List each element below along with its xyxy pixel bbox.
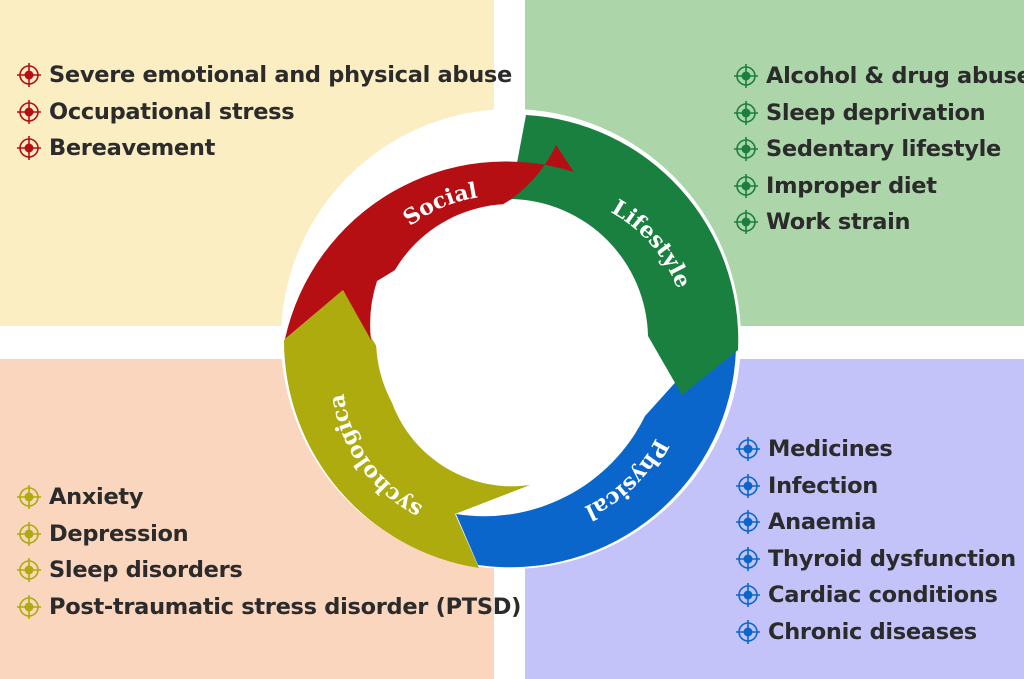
social-factor-label: Severe emotional and physical abuse: [49, 62, 512, 89]
lifestyle-factor: Sleep deprivation: [733, 95, 1024, 132]
target-bullet-icon: [733, 136, 759, 162]
target-bullet-icon: [733, 63, 759, 89]
target-bullet-icon: [735, 436, 761, 462]
physical-factor-label: Thyroid dysfunction: [768, 545, 1016, 572]
psychological-factor-label: Depression: [49, 520, 189, 547]
target-bullet-icon: [735, 473, 761, 499]
physical-factor: Cardiac conditions: [735, 577, 1016, 614]
psychological-factor-label: Anxiety: [49, 484, 144, 511]
target-bullet-icon: [735, 546, 761, 572]
target-bullet-icon: [16, 99, 42, 125]
target-bullet-icon: [16, 594, 42, 620]
target-bullet-icon: [16, 62, 42, 88]
target-bullet-icon: [735, 509, 761, 535]
target-bullet-icon: [735, 582, 761, 608]
target-bullet-icon: [16, 484, 42, 510]
target-bullet-icon: [733, 173, 759, 199]
physical-factor-label: Infection: [768, 472, 879, 499]
lifestyle-segment: [510, 115, 739, 395]
physical-segment: [456, 340, 736, 568]
psychological-factor-label: Sleep disorders: [49, 557, 243, 584]
lifestyle-factor-label: Improper diet: [766, 172, 937, 199]
lifestyle-factor-label: Sleep deprivation: [766, 99, 986, 126]
physical-factor-label: Chronic diseases: [768, 618, 977, 645]
lifestyle-factor: Work strain: [733, 204, 1024, 241]
social-factor: Bereavement: [16, 130, 512, 167]
lifestyle-factor: Alcohol & drug abuse: [733, 58, 1024, 95]
social-factor-label: Occupational stress: [49, 98, 295, 125]
target-bullet-icon: [735, 619, 761, 645]
lifestyle-factor-label: Alcohol & drug abuse: [766, 63, 1024, 90]
physical-factor: Medicines: [735, 431, 1016, 468]
lifestyle-factor: Improper diet: [733, 168, 1024, 205]
ring-center: [376, 204, 646, 474]
psychological-factor: Post-traumatic stress disorder (PTSD): [16, 589, 521, 626]
target-bullet-icon: [733, 100, 759, 126]
psychological-segment: [283, 290, 530, 568]
psychological-factor: Depression: [16, 516, 521, 553]
social-factor-label: Bereavement: [49, 135, 216, 162]
psychological-factor: Anxiety: [16, 479, 521, 516]
physical-factor: Thyroid dysfunction: [735, 541, 1016, 578]
social-factor: Severe emotional and physical abuse: [16, 57, 512, 94]
lifestyle-factor-label: Work strain: [766, 209, 911, 236]
target-bullet-icon: [16, 557, 42, 583]
physical-factor: Chronic diseases: [735, 614, 1016, 651]
target-bullet-icon: [16, 135, 42, 161]
physical-factor-label: Medicines: [768, 436, 893, 463]
physical-factor-label: Anaemia: [768, 509, 877, 536]
lifestyle-factor: Sedentary lifestyle: [733, 131, 1024, 168]
physical-factor: Infection: [735, 468, 1016, 505]
target-bullet-icon: [16, 521, 42, 547]
psychological-factor-label: Post-traumatic stress disorder (PTSD): [49, 593, 522, 620]
psychological-factor: Sleep disorders: [16, 552, 521, 589]
physical-factor: Anaemia: [735, 504, 1016, 541]
physical-factor-label: Cardiac conditions: [768, 582, 998, 609]
target-bullet-icon: [733, 209, 759, 235]
social-factor: Occupational stress: [16, 94, 512, 131]
lifestyle-factor-label: Sedentary lifestyle: [766, 136, 1001, 163]
